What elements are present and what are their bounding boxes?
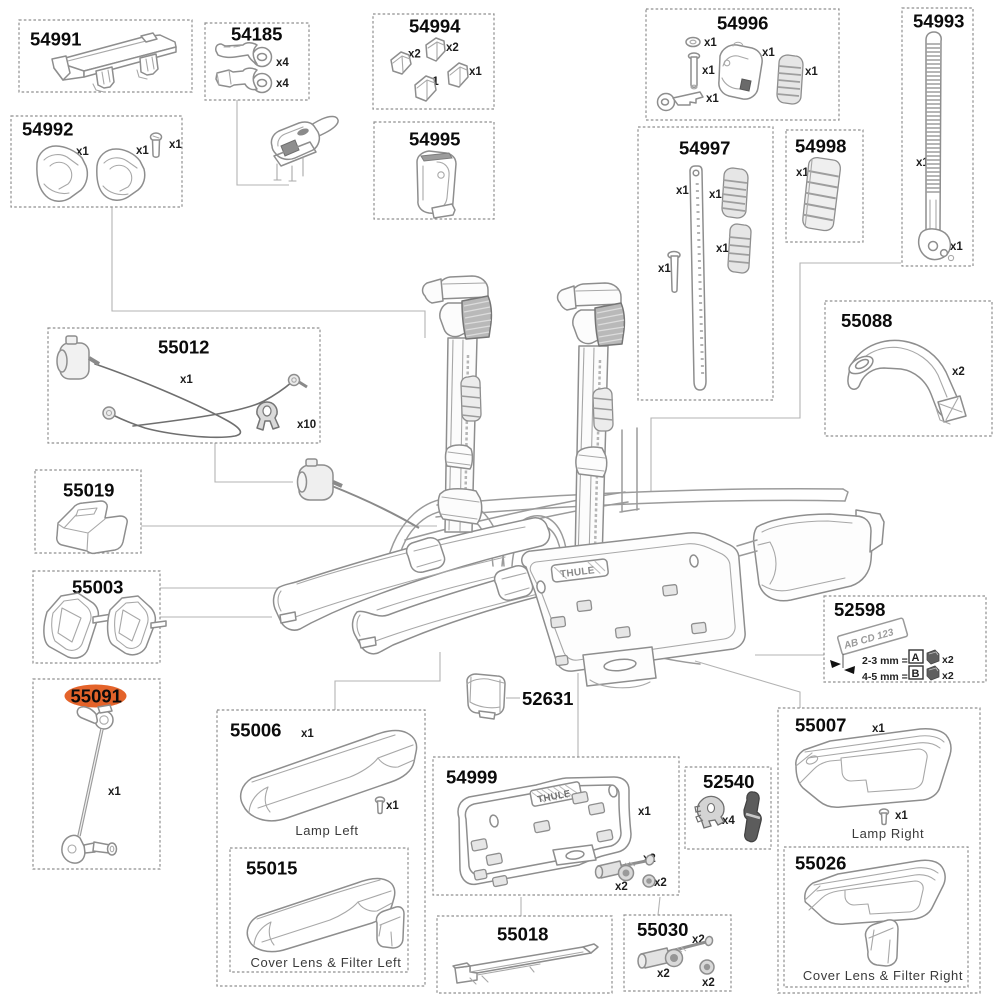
svg-text:54992: 54992 <box>22 119 73 140</box>
svg-text:x2: x2 <box>657 968 670 980</box>
svg-text:55088: 55088 <box>841 310 892 331</box>
svg-text:54995: 54995 <box>409 129 460 150</box>
svg-text:54996: 54996 <box>717 13 768 34</box>
svg-text:4-5 mm =: 4-5 mm = <box>862 671 908 683</box>
svg-text:55019: 55019 <box>63 480 114 501</box>
svg-text:Cover Lens & Filter Right: Cover Lens & Filter Right <box>803 968 963 983</box>
svg-text:52540: 52540 <box>703 771 754 792</box>
svg-text:x1: x1 <box>762 47 775 59</box>
svg-text:x2: x2 <box>942 670 954 682</box>
svg-text:x10: x10 <box>297 419 316 431</box>
svg-text:x1: x1 <box>169 139 182 151</box>
svg-text:54999: 54999 <box>446 767 497 788</box>
svg-text:Lamp Right: Lamp Right <box>852 826 924 841</box>
svg-text:x1: x1 <box>950 241 963 253</box>
svg-text:55030: 55030 <box>637 919 688 940</box>
svg-text:x1: x1 <box>638 806 651 818</box>
svg-text:x1: x1 <box>706 93 719 105</box>
svg-text:x2: x2 <box>446 42 459 54</box>
svg-text:x1: x1 <box>895 810 908 822</box>
svg-text:x1: x1 <box>301 728 314 740</box>
svg-text:x1: x1 <box>108 786 121 798</box>
svg-text:x2: x2 <box>702 977 715 989</box>
svg-text:x2: x2 <box>942 654 954 666</box>
svg-text:54994: 54994 <box>409 16 461 37</box>
svg-text:54998: 54998 <box>795 136 846 157</box>
svg-text:x1: x1 <box>702 65 715 77</box>
svg-text:52631: 52631 <box>522 688 573 709</box>
svg-text:2-3 mm =: 2-3 mm = <box>862 655 908 667</box>
svg-text:x2: x2 <box>615 881 628 893</box>
svg-text:54991: 54991 <box>30 29 81 50</box>
svg-text:x1: x1 <box>469 66 482 78</box>
svg-text:x2: x2 <box>408 49 421 61</box>
svg-text:x1: x1 <box>386 800 399 812</box>
svg-text:x2: x2 <box>654 877 667 889</box>
svg-text:55018: 55018 <box>497 924 548 945</box>
svg-text:B: B <box>912 668 920 680</box>
svg-text:x1: x1 <box>704 37 717 49</box>
svg-text:55015: 55015 <box>246 858 297 879</box>
svg-text:x4: x4 <box>276 57 289 69</box>
svg-text:52598: 52598 <box>834 599 885 620</box>
svg-text:54993: 54993 <box>913 11 964 32</box>
svg-text:55006: 55006 <box>230 720 281 741</box>
svg-text:55003: 55003 <box>72 577 123 598</box>
svg-text:x4: x4 <box>276 78 289 90</box>
svg-text:Cover Lens & Filter Left: Cover Lens & Filter Left <box>251 955 402 970</box>
svg-text:A: A <box>912 652 920 664</box>
svg-text:x1: x1 <box>180 374 193 386</box>
svg-text:x1: x1 <box>676 185 689 197</box>
svg-text:55091: 55091 <box>71 686 122 707</box>
svg-text:x1: x1 <box>805 66 818 78</box>
svg-text:x1: x1 <box>716 243 729 255</box>
svg-text:x1: x1 <box>796 167 809 179</box>
svg-text:55012: 55012 <box>158 337 209 358</box>
svg-text:54997: 54997 <box>679 138 730 159</box>
svg-text:x2: x2 <box>952 366 965 378</box>
svg-text:54185: 54185 <box>231 24 282 45</box>
svg-text:x1: x1 <box>709 189 722 201</box>
svg-text:55007: 55007 <box>795 715 846 736</box>
svg-text:x1: x1 <box>136 145 149 157</box>
svg-text:x4: x4 <box>722 815 735 827</box>
svg-text:55026: 55026 <box>795 853 846 874</box>
svg-text:x1: x1 <box>872 723 885 735</box>
svg-text:Lamp Left: Lamp Left <box>295 823 358 838</box>
svg-text:THULE: THULE <box>560 565 596 580</box>
svg-text:x1: x1 <box>658 263 671 275</box>
